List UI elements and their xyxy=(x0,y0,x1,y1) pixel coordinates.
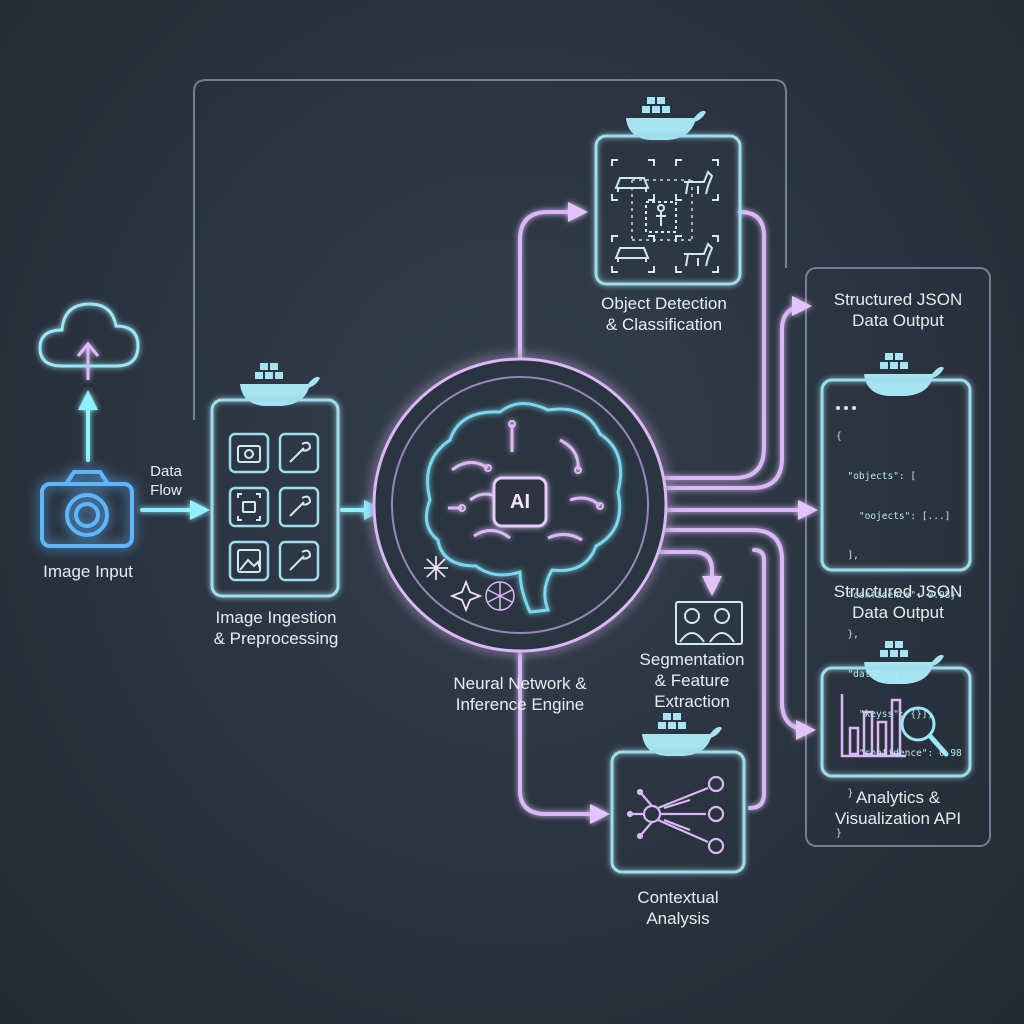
car-icon xyxy=(614,247,650,262)
wrench-tile xyxy=(278,540,320,582)
wrench-icon xyxy=(289,495,312,517)
focus-icon xyxy=(237,493,261,521)
ai-badge-label: AI xyxy=(494,490,546,514)
contextual-container xyxy=(610,713,746,874)
code-line: "objects": [ xyxy=(836,471,917,483)
output-panel xyxy=(805,267,991,847)
label-line: Object Detection xyxy=(601,294,727,313)
label-line: Flow xyxy=(150,482,182,499)
ingestion-label: Image Ingestion & Preprocessing xyxy=(188,607,364,649)
label-line: Visualization API xyxy=(834,809,962,828)
code-line: } xyxy=(836,827,842,839)
code-line: { xyxy=(836,431,842,443)
json-code-snippet: { "objects": [ "oojects": [...] ], "conf… xyxy=(836,404,962,853)
car-icon xyxy=(614,177,650,192)
label-line: Segmentation xyxy=(639,650,745,669)
image-input-label: Image Input xyxy=(20,561,156,582)
segmentation-panel xyxy=(675,601,743,645)
code-line: "confidence": 0.98} xyxy=(836,589,957,601)
contextual-label: Contextual Analysis xyxy=(606,887,750,929)
segmentation-label: Segmentation & Feature Extraction xyxy=(618,649,766,712)
label-line: Data Output xyxy=(852,603,944,622)
json-output-bottom-label: Structured JSON Data Output xyxy=(808,581,988,623)
data-flow-label: Data Flow xyxy=(136,462,196,500)
connector-contextual-right xyxy=(748,548,766,810)
label-line: & Feature xyxy=(654,671,730,690)
magnifier-icon xyxy=(900,706,949,757)
label-line: & Classification xyxy=(605,315,723,334)
people-icon xyxy=(679,608,735,643)
camera-tile xyxy=(228,432,270,474)
analytics-container xyxy=(820,641,972,778)
connector-to-analytics xyxy=(656,528,816,740)
connector-to-object-detection xyxy=(518,202,588,362)
image-icon xyxy=(237,549,261,573)
docker-whale-icon xyxy=(642,713,722,756)
cloud-upload-icon xyxy=(38,302,140,380)
json-output-container xyxy=(820,353,972,572)
label-line: Extraction xyxy=(654,692,730,711)
connector-to-contextual xyxy=(518,648,610,824)
network-node-icon xyxy=(485,581,515,611)
brain-icon xyxy=(424,402,623,614)
window-dots xyxy=(836,406,856,410)
focus-camera-tile xyxy=(228,486,270,528)
docker-whale-icon xyxy=(864,353,944,396)
label-line: & Preprocessing xyxy=(213,629,339,648)
code-line: } xyxy=(836,787,854,799)
neural-engine xyxy=(372,357,668,653)
label-line: Contextual xyxy=(637,888,719,907)
code-line: ], xyxy=(836,550,859,562)
wrench-tile xyxy=(278,432,320,474)
camera-icon xyxy=(40,470,134,548)
outer-frame-line xyxy=(193,79,787,420)
connector-to-segmentation xyxy=(650,550,722,596)
label-line: Analytics & xyxy=(855,788,941,807)
code-line: }, xyxy=(836,629,859,641)
neural-engine-label: Neural Network & Inference Engine xyxy=(430,673,610,715)
network-graph-icon xyxy=(626,775,725,855)
label-line: Data xyxy=(150,463,182,480)
dog-icon xyxy=(684,170,714,195)
wrench-tile xyxy=(278,486,320,528)
person-icon xyxy=(656,204,666,226)
connector-to-json-top xyxy=(656,296,812,490)
object-detection-container xyxy=(594,97,742,286)
label-line: Inference Engine xyxy=(455,695,585,714)
json-output-top-label: Structured JSON Data Output xyxy=(808,289,988,331)
label-line: Image Input xyxy=(43,562,133,581)
ai-badge xyxy=(492,476,548,528)
wrench-icon xyxy=(289,549,312,571)
image-tile xyxy=(228,540,270,582)
camera-icon xyxy=(237,445,261,463)
label-line: Image Ingestion xyxy=(215,608,337,627)
dog-icon xyxy=(684,242,714,267)
bar-chart-icon xyxy=(840,694,906,758)
code-line: "keyss": {}], xyxy=(836,708,934,720)
code-line: "confidence": 0.98 xyxy=(836,748,962,760)
snowflake-icon xyxy=(424,556,483,613)
connector-object-detection-down xyxy=(650,210,766,480)
code-line: "date": { xyxy=(836,669,899,681)
ingestion-container xyxy=(210,363,340,598)
label-line: Analysis xyxy=(646,909,710,928)
code-line: "oojects": [...] xyxy=(836,510,951,522)
label-line: Neural Network & xyxy=(453,674,587,693)
analytics-label: Analytics & Visualization API xyxy=(808,787,988,829)
docker-whale-icon xyxy=(626,97,706,140)
label-line: Structured JSON xyxy=(833,290,963,309)
label-line: AI xyxy=(510,491,530,513)
wrench-icon xyxy=(289,441,312,463)
label-line: Structured JSON xyxy=(833,582,963,601)
object-detection-label: Object Detection & Classification xyxy=(572,293,756,335)
label-line: Data Output xyxy=(852,311,944,330)
